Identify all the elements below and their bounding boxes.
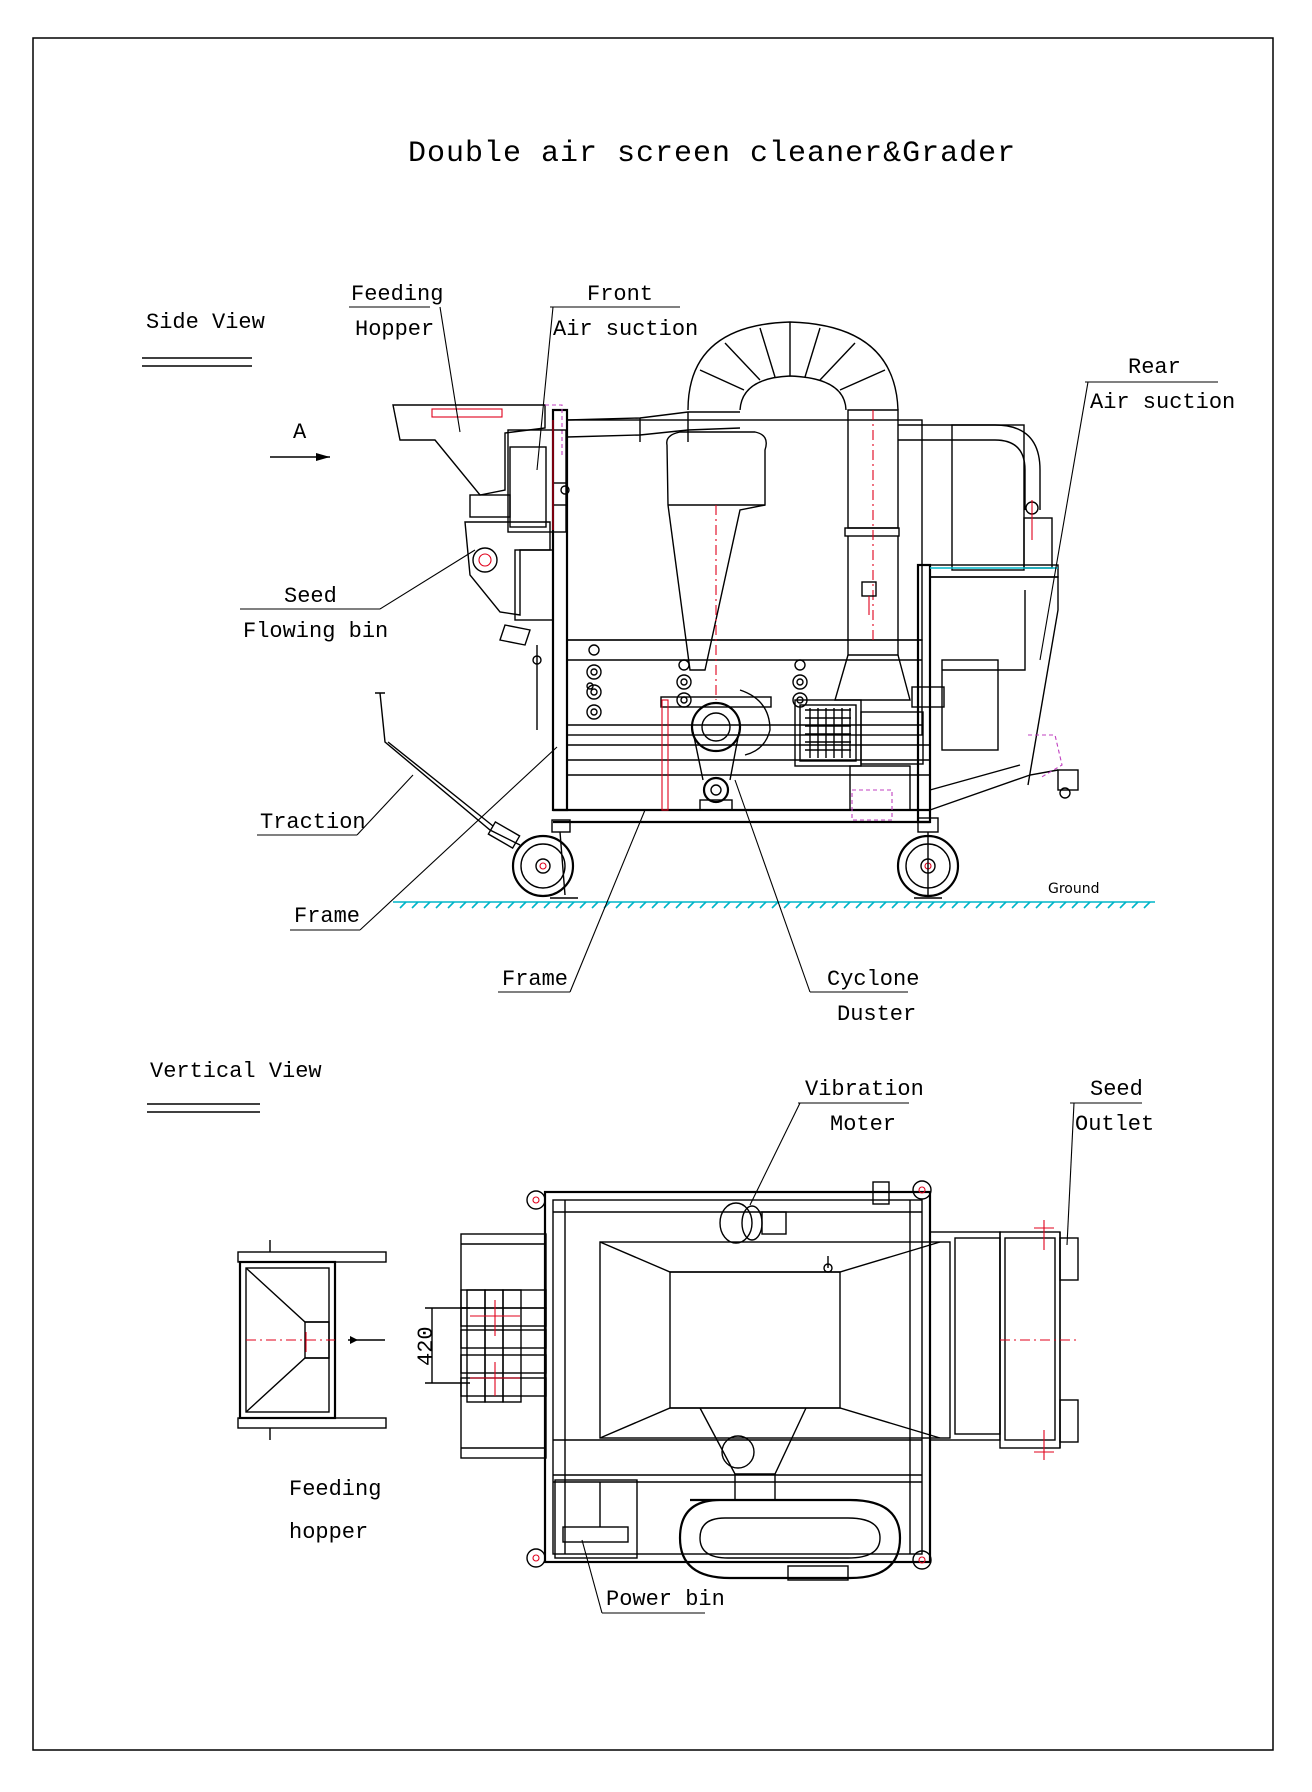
rear-suction-duct <box>898 424 1079 799</box>
rear-air-column <box>794 409 945 821</box>
drawing-border <box>32 37 1274 1751</box>
label-feeding-hopper-l2: Hopper <box>355 317 434 342</box>
label-feeding-hopper-top-l1: Feeding <box>289 1477 381 1502</box>
label-feeding-hopper-top-l2: hopper <box>289 1520 368 1545</box>
vertical-view-heading: Vertical View <box>150 1059 322 1084</box>
label-frame-bottom: Frame <box>502 967 568 992</box>
side-view: Side View A Ground <box>142 282 1235 1027</box>
label-frame-left: Frame <box>294 904 360 929</box>
cyclone-duster-side <box>660 431 772 811</box>
seed-flowing-bin-side <box>464 521 554 730</box>
rear-wheel <box>896 817 960 899</box>
label-feeding-hopper-l1: Feeding <box>351 282 443 307</box>
label-front-air-suction-l1: Front <box>587 282 653 307</box>
label-seed-outlet-l1: Seed <box>1090 1077 1143 1102</box>
feeding-hopper-top: Feeding hopper <box>237 1240 387 1545</box>
dimension-420: 420 <box>414 1326 439 1366</box>
screen-box <box>566 419 923 736</box>
label-rear-air-suction-l1: Rear <box>1128 355 1181 380</box>
label-seed-flowing-bin-l1: Seed <box>284 584 337 609</box>
label-vibration-moter-l2: Moter <box>830 1112 896 1137</box>
side-view-heading: Side View <box>146 310 265 335</box>
feeding-hopper-side <box>392 404 570 533</box>
vertical-view: Vertical View Feeding hopper <box>147 1059 1154 1614</box>
label-power-bin: Power bin <box>606 1587 725 1612</box>
ground-label: Ground <box>1048 881 1100 897</box>
feed-arrow-icon <box>350 1336 358 1344</box>
machine-top: 420 <box>414 1180 1080 1581</box>
label-cyclone-duster-l1: Cyclone <box>827 967 919 992</box>
label-rear-air-suction-l2: Air suction <box>1090 390 1235 415</box>
cyclone-duct-arch <box>566 321 899 442</box>
label-cyclone-duster-l2: Duster <box>837 1002 916 1027</box>
traction-bar <box>375 692 521 850</box>
label-traction: Traction <box>260 810 366 835</box>
front-wheel <box>511 819 578 899</box>
label-seed-flowing-bin-l2: Flowing bin <box>243 619 388 644</box>
main-frame <box>551 408 1059 824</box>
view-arrow-label: A <box>293 420 307 445</box>
label-front-air-suction-l2: Air suction <box>553 317 698 342</box>
view-arrow-icon <box>316 453 330 461</box>
drawing-title: Double air screen cleaner&Grader <box>408 137 1016 171</box>
label-seed-outlet-l2: Outlet <box>1075 1112 1154 1137</box>
label-vibration-moter-l1: Vibration <box>805 1077 924 1102</box>
ground-line: Ground <box>393 881 1155 909</box>
